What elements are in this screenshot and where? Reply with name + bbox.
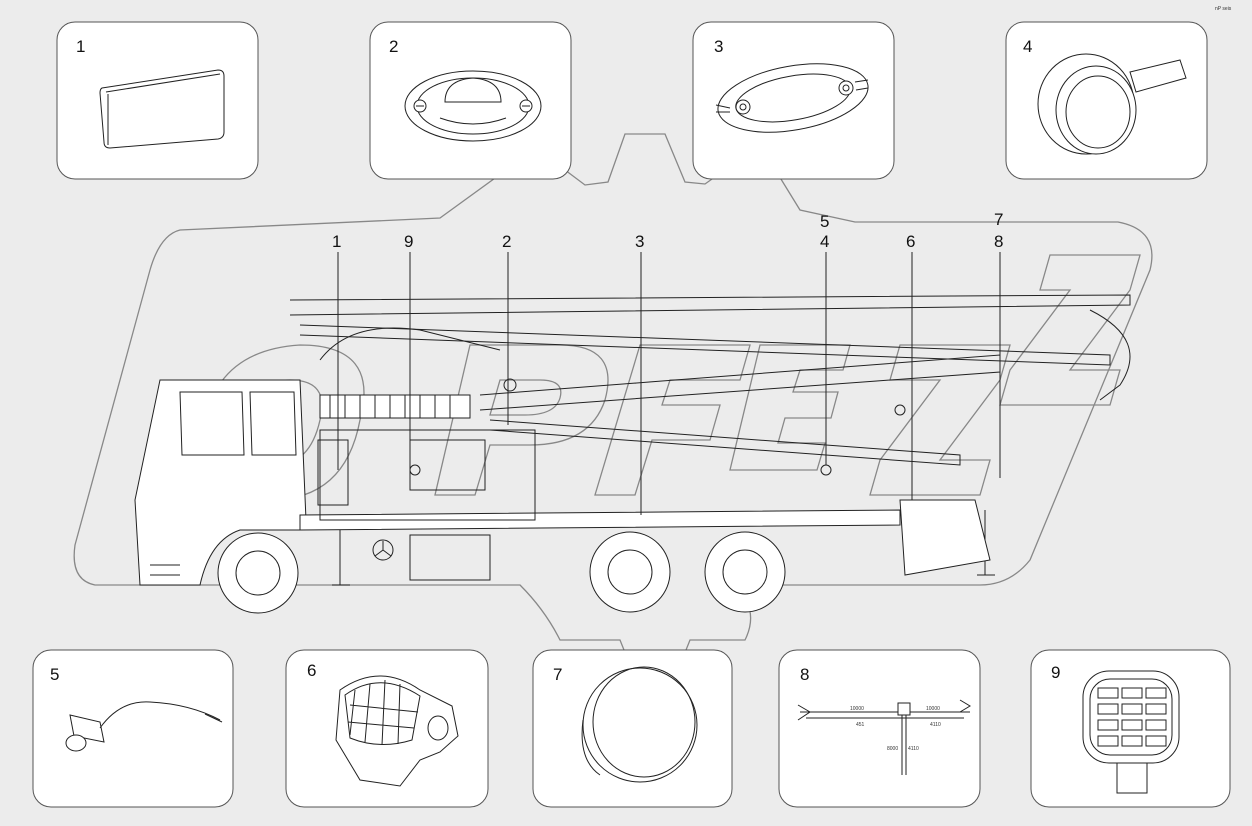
panel-8: 8 10000 10000 451 4110 8000 4110	[778, 649, 981, 808]
callout-8: 8	[994, 232, 1003, 251]
callout-numbers: 1 9 2 3 5 4 6 7 8	[332, 210, 1003, 251]
callout-1: 1	[332, 232, 341, 251]
callout-2: 2	[502, 232, 511, 251]
corner-text: nP seis	[1215, 6, 1232, 12]
callout-3: 3	[635, 232, 644, 251]
panel-7-label: 7	[553, 665, 562, 684]
wiring-harness-icon: 10000 10000 451 4110 8000 4110	[797, 699, 971, 775]
oval-lamp-icon	[404, 70, 542, 142]
panel-6: 6	[285, 649, 489, 808]
callout-5: 5	[820, 212, 829, 231]
square-work-lamp-icon	[1082, 670, 1180, 794]
harness-label-6: 4110	[908, 746, 919, 752]
panel-2: 2	[369, 21, 572, 180]
harness-label-1: 10000	[850, 706, 864, 712]
round-reflector-icon	[581, 666, 698, 783]
panel-5: 5	[32, 649, 234, 808]
concrete-pump-truck	[134, 294, 1131, 614]
callout-6: 6	[906, 232, 915, 251]
harness-label-4: 4110	[930, 722, 941, 728]
panel-4: 4	[1005, 21, 1208, 180]
work-light-icon	[1037, 53, 1187, 155]
rotating-beacon-icon	[335, 675, 459, 787]
callout-4: 4	[820, 232, 829, 251]
callout-7: 7	[994, 210, 1003, 229]
panel-9-label: 9	[1051, 663, 1060, 682]
harness-label-3: 451	[856, 722, 865, 728]
panel-3: 3	[692, 21, 895, 180]
panel-7: 7	[532, 649, 733, 808]
truck-chassis	[299, 509, 901, 531]
boom-section-1	[289, 294, 1131, 316]
panel-8-label: 8	[800, 665, 809, 684]
panel-1-label: 1	[76, 37, 85, 56]
panel-6-label: 6	[307, 661, 316, 680]
callout-9: 9	[404, 232, 413, 251]
panel-9: 9	[1030, 649, 1231, 808]
callout-leaders	[337, 252, 1001, 515]
bulb-socket-icon	[65, 701, 223, 752]
panel-5-label: 5	[50, 665, 59, 684]
panel-3-label: 3	[714, 37, 723, 56]
oval-marker-lamp-icon	[715, 63, 869, 133]
panel-4-label: 4	[1023, 37, 1032, 56]
panel-1: 1	[56, 21, 259, 180]
harness-label-5: 8000	[887, 746, 898, 752]
panel-2-label: 2	[389, 37, 398, 56]
truck-wheels	[217, 531, 786, 614]
harness-label-2: 10000	[926, 706, 940, 712]
reflector-rectangular-icon	[99, 69, 225, 149]
